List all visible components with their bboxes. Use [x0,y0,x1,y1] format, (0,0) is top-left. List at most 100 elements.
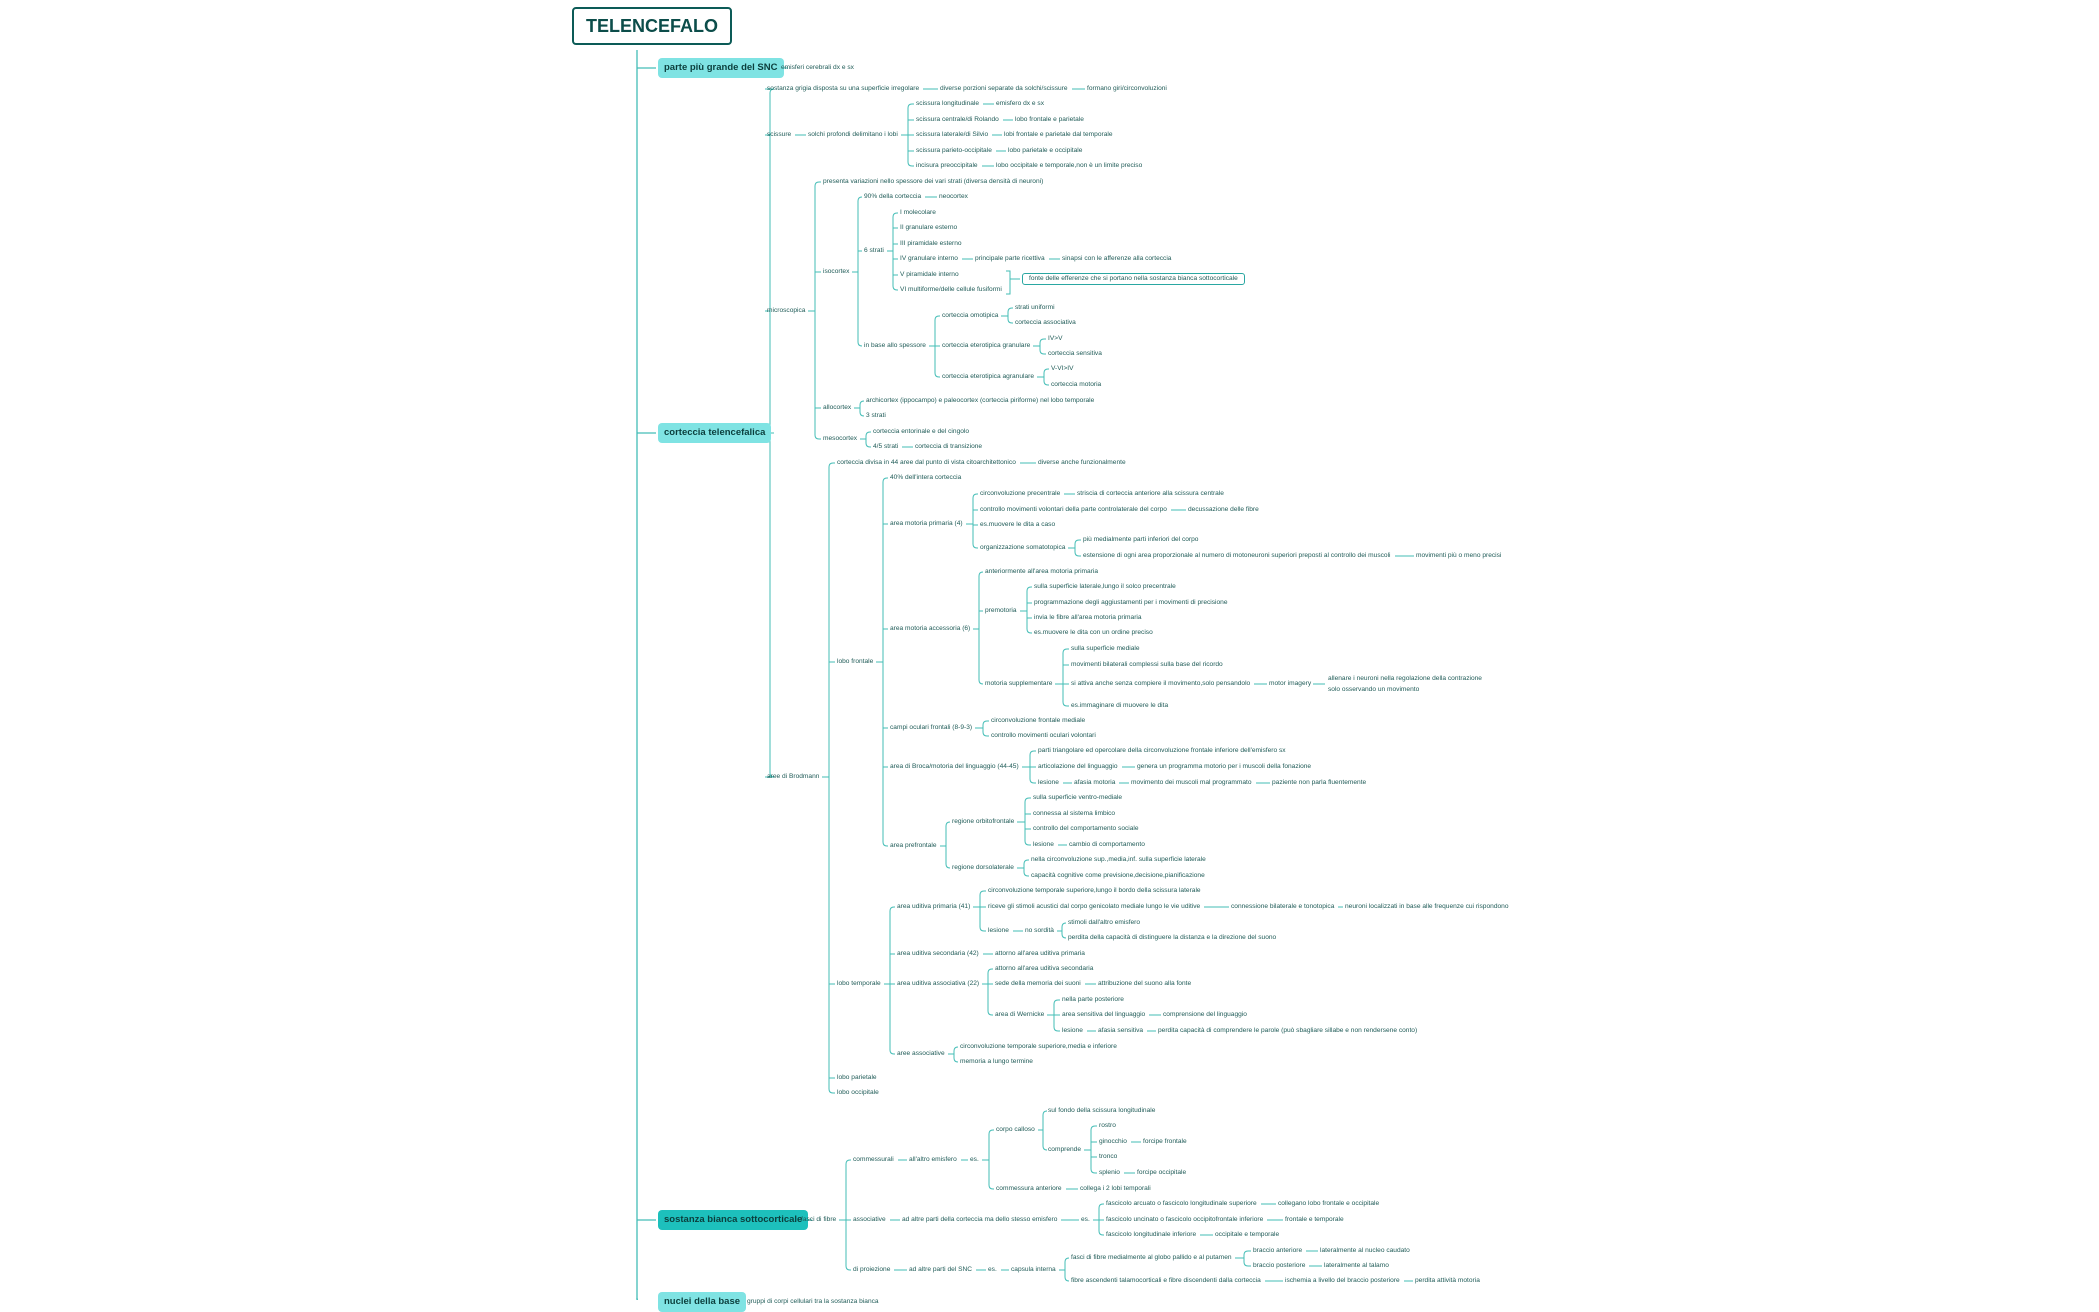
node-ass1a[interactable]: es. [1081,1215,1090,1223]
node-ca[interactable]: corteccia eterotipica agranulare [942,372,1034,380]
node-ama[interactable]: area motoria accessoria (6) [890,624,971,632]
node-cg[interactable]: corteccia eterotipica granulare [942,341,1031,349]
node-wer[interactable]: area di Wernicke [995,1010,1045,1018]
node-wer2a[interactable]: comprensione del linguaggio [1163,1010,1247,1018]
node-bro2a[interactable]: genera un programma motorio per i muscol… [1137,762,1312,770]
node-l5[interactable]: V piramidale interno [900,270,959,278]
node-ca2[interactable]: corteccia motoria [1051,380,1102,388]
node-wer1[interactable]: nella parte posteriore [1062,995,1124,1003]
node-sc1b[interactable]: scissura centrale/di Rolando [916,115,999,123]
node-mi0[interactable]: presenta variazioni nello spessore dei v… [823,177,1044,185]
node-meso2a[interactable]: corteccia di transizione [915,442,983,450]
node-pro1[interactable]: ad altre parti del SNC [909,1265,973,1273]
node-fli1[interactable]: occipitale e temporale [1215,1230,1280,1238]
node-sc1a[interactable]: scissura longitudinale [916,99,980,107]
node-sc1[interactable]: solchi profondi delimitano i lobi [808,130,898,138]
node-sc1e[interactable]: incisura preoccipitale [916,161,978,169]
node-sc1b1[interactable]: lobo frontale e parietale [1015,115,1084,123]
node-bro2[interactable]: articolazione del linguaggio [1038,762,1118,770]
node-fu[interactable]: fascicolo uncinato o fascicolo occipitof… [1106,1215,1264,1223]
node-co[interactable]: campi oculari frontali (8-9-3) [890,723,973,731]
node-fa1[interactable]: collegano lobo frontale e occipitale [1278,1199,1380,1207]
node-capi[interactable]: capsula interna [1011,1265,1056,1273]
node-b2a1[interactable]: diverse porzioni separate da solchi/scis… [940,84,1068,92]
node-ms3b1[interactable]: allenare i neuroni nella regolazione del… [1328,674,1482,682]
node-cc2d[interactable]: splenio [1099,1168,1120,1176]
node-amp4b1[interactable]: movimenti più o meno precisi [1416,551,1502,559]
node-aas1[interactable]: circonvoluzione temporale superiore,medi… [960,1042,1117,1050]
node-br[interactable]: aree di Brodmann [767,772,820,780]
node-ass[interactable]: associative [853,1215,886,1223]
node-allo1[interactable]: archicortex (ippocampo) e paleocortex (c… [866,396,1095,404]
node-amp4a[interactable]: più medialmente parti inferiori del corp… [1083,535,1199,543]
node-bp1[interactable]: lateralmente al talamo [1324,1261,1389,1269]
node-cg2[interactable]: corteccia sensitiva [1048,349,1102,357]
node-cc1[interactable]: sul fondo della scissura longitudinale [1048,1106,1156,1114]
node-ce[interactable]: corteccia omotipica [942,311,999,319]
node-fa[interactable]: fascicolo arcuato o fascicolo longitudin… [1106,1199,1257,1207]
node-bro[interactable]: area di Broca/motoria del linguaggio (44… [890,762,1019,770]
node-pm4[interactable]: es.muovere le dita con un ordine preciso [1034,628,1153,636]
node-capi1[interactable]: fasci di fibre medialmente al globo pall… [1071,1253,1232,1261]
node-cc2[interactable]: comprende [1048,1145,1081,1153]
node-cc2a[interactable]: rostro [1099,1121,1116,1129]
node-b2[interactable]: corteccia telencefalica [658,423,772,443]
node-ms3[interactable]: si attiva anche senza compiere il movime… [1071,679,1251,687]
node-cc[interactable]: corpo calloso [996,1125,1035,1133]
node-ba[interactable]: braccio anteriore [1253,1246,1303,1254]
node-pm1[interactable]: sulla superficie laterale,lungo il solco… [1034,582,1176,590]
node-aup[interactable]: area uditiva primaria (41) [897,902,971,910]
node-meso1[interactable]: corteccia entorinale e del cingolo [873,427,970,435]
node-ce2[interactable]: corteccia associativa [1015,318,1076,326]
node-allo2[interactable]: 3 strati [866,411,886,419]
node-meso2[interactable]: 4/5 strati [873,442,899,450]
node-apf[interactable]: area prefrontale [890,841,937,849]
node-co2[interactable]: controllo movimenti oculari volontari [991,731,1096,739]
node-b4a[interactable]: gruppi di corpi cellulari tra la sostanz… [747,1297,879,1305]
node-mi[interactable]: microscopica [767,306,806,314]
node-root[interactable]: TELENCEFALO [572,7,733,45]
node-aup2[interactable]: riceve gli stimoli acustici dal corpo ge… [988,902,1201,910]
node-aup3a1[interactable]: stimoli dall'altro emisfero [1068,918,1140,926]
node-ama1[interactable]: anteriormente all'area motoria primaria [985,567,1099,575]
node-aua[interactable]: area uditiva associativa (22) [897,979,980,987]
node-ms3a[interactable]: motor imagery [1269,679,1312,687]
node-iso3[interactable]: in base allo spessore [864,341,926,349]
node-b2a2[interactable]: formano giri/circonvoluzioni [1087,84,1167,92]
node-amp3[interactable]: es.muovere le dita a caso [980,520,1056,528]
node-iso1[interactable]: 90% della corteccia [864,192,922,200]
node-pro1a[interactable]: es. [988,1265,997,1273]
node-ms[interactable]: motoria supplementare [985,679,1053,687]
node-aas2[interactable]: memoria a lungo termine [960,1057,1033,1065]
node-l56[interactable]: fonte delle efferenze che si portano nel… [1022,272,1245,286]
node-b2a[interactable]: sostanza grigia disposta su una superfic… [767,84,920,92]
node-aua2[interactable]: sede della memoria dei suoni [995,979,1081,987]
node-aup2b[interactable]: neuroni localizzati in base alle frequen… [1345,902,1509,910]
node-capi2b[interactable]: perdita attività motoria [1415,1276,1480,1284]
node-amp4[interactable]: organizzazione somatotopica [980,543,1066,551]
node-bro3b[interactable]: movimento dei muscoli mal programmato [1131,778,1252,786]
node-ba1[interactable]: lateralmente al nucleo caudato [1320,1246,1410,1254]
node-ms4[interactable]: es.immaginare di muovere le dita [1071,701,1169,709]
node-rof3[interactable]: controllo del comportamento sociale [1033,824,1139,832]
node-sc1a1[interactable]: emisfero dx e sx [996,99,1045,107]
node-l4b[interactable]: sinapsi con le afferenze alla corteccia [1062,254,1172,262]
node-l4a[interactable]: principale parte ricettiva [975,254,1045,262]
node-sc1d[interactable]: scissura parieto-occipitale [916,146,992,154]
node-capi2a[interactable]: ischemia a livello del braccio posterior… [1285,1276,1400,1284]
node-bro3c[interactable]: paziente non parla fluentemente [1272,778,1367,786]
node-wer3a[interactable]: afasia sensitiva [1098,1026,1144,1034]
node-ms1[interactable]: sulla superficie mediale [1071,644,1140,652]
node-cc2d1[interactable]: forcipe occipitale [1137,1168,1187,1176]
node-br0[interactable]: corteccia divisa in 44 aree dal punto di… [837,458,1016,466]
node-rdl[interactable]: regione dorsolaterale [952,863,1014,871]
node-aus1[interactable]: attorno all'area uditiva primaria [995,949,1085,957]
node-l6[interactable]: VI multiforme/delle cellule fusiformi [900,285,1002,293]
node-cg1[interactable]: IV>V [1048,334,1063,342]
node-ca1[interactable]: V-VI>IV [1051,364,1074,372]
node-aup3a[interactable]: no sordità [1025,926,1054,934]
node-rof2[interactable]: connessa al sistema limbico [1033,809,1116,817]
node-amp4b[interactable]: estensione di ogni area proporzionale al… [1083,551,1391,559]
node-sc1c1[interactable]: lobi frontale e parietale dal temporale [1004,130,1113,138]
node-wer2[interactable]: area sensitiva del linguaggio [1062,1010,1146,1018]
